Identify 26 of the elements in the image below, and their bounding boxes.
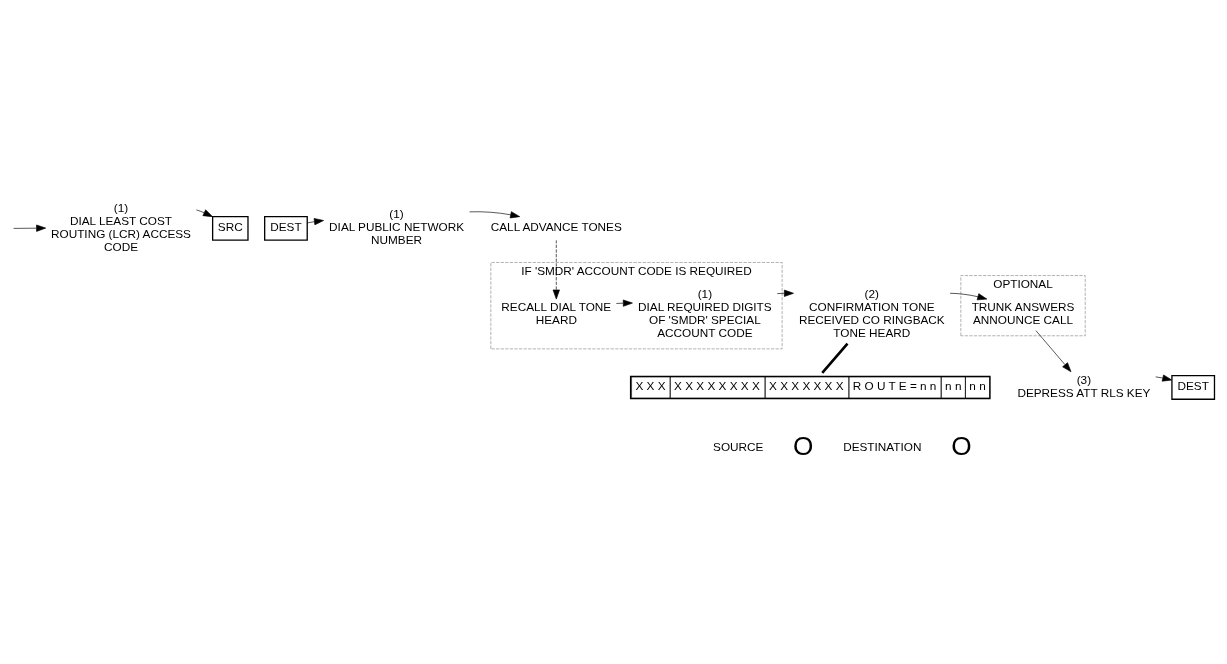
node-box: SRC — [212, 215, 249, 241]
arrow — [949, 292, 988, 300]
node-box: DEST — [1171, 374, 1216, 400]
arrow — [196, 209, 213, 217]
label: DESTINATION — [843, 439, 922, 453]
node-text: CALL ADVANCE TONES — [490, 219, 622, 233]
arrow — [616, 299, 633, 307]
arrow — [307, 217, 324, 225]
connector — [821, 342, 849, 374]
arrow — [552, 239, 560, 299]
node-text: RECALL DIAL TONE HEARD — [501, 299, 612, 326]
label: O — [951, 430, 972, 461]
node-box: DEST — [264, 215, 308, 241]
node-text: (1) DIAL PUBLIC NETWORK NUMBER — [329, 206, 465, 246]
arrow — [469, 210, 521, 218]
label: O — [792, 430, 814, 461]
node-text: TRUNK ANSWERS ANNOUNCE CALL — [971, 299, 1075, 326]
node-text: (2) CONFIRMATION TONE RECEIVED CO RINGBACK TONE HEARD — [798, 286, 945, 339]
node-text: (1) DIAL LEAST COST ROUTING (LCR) ACCESS CODE — [51, 200, 191, 253]
node-text: (1) DIAL REQUIRED DIGITS OF 'SMDR' SPECIAL ACCOUNT CODE — [638, 286, 772, 339]
arrow — [13, 224, 47, 232]
label: SOURCE — [713, 439, 764, 453]
arrow — [776, 289, 794, 297]
arrow — [1155, 374, 1173, 381]
arrow — [1035, 329, 1072, 372]
node-text: (3) DEPRESS ATT RLS KEY — [1017, 372, 1151, 399]
